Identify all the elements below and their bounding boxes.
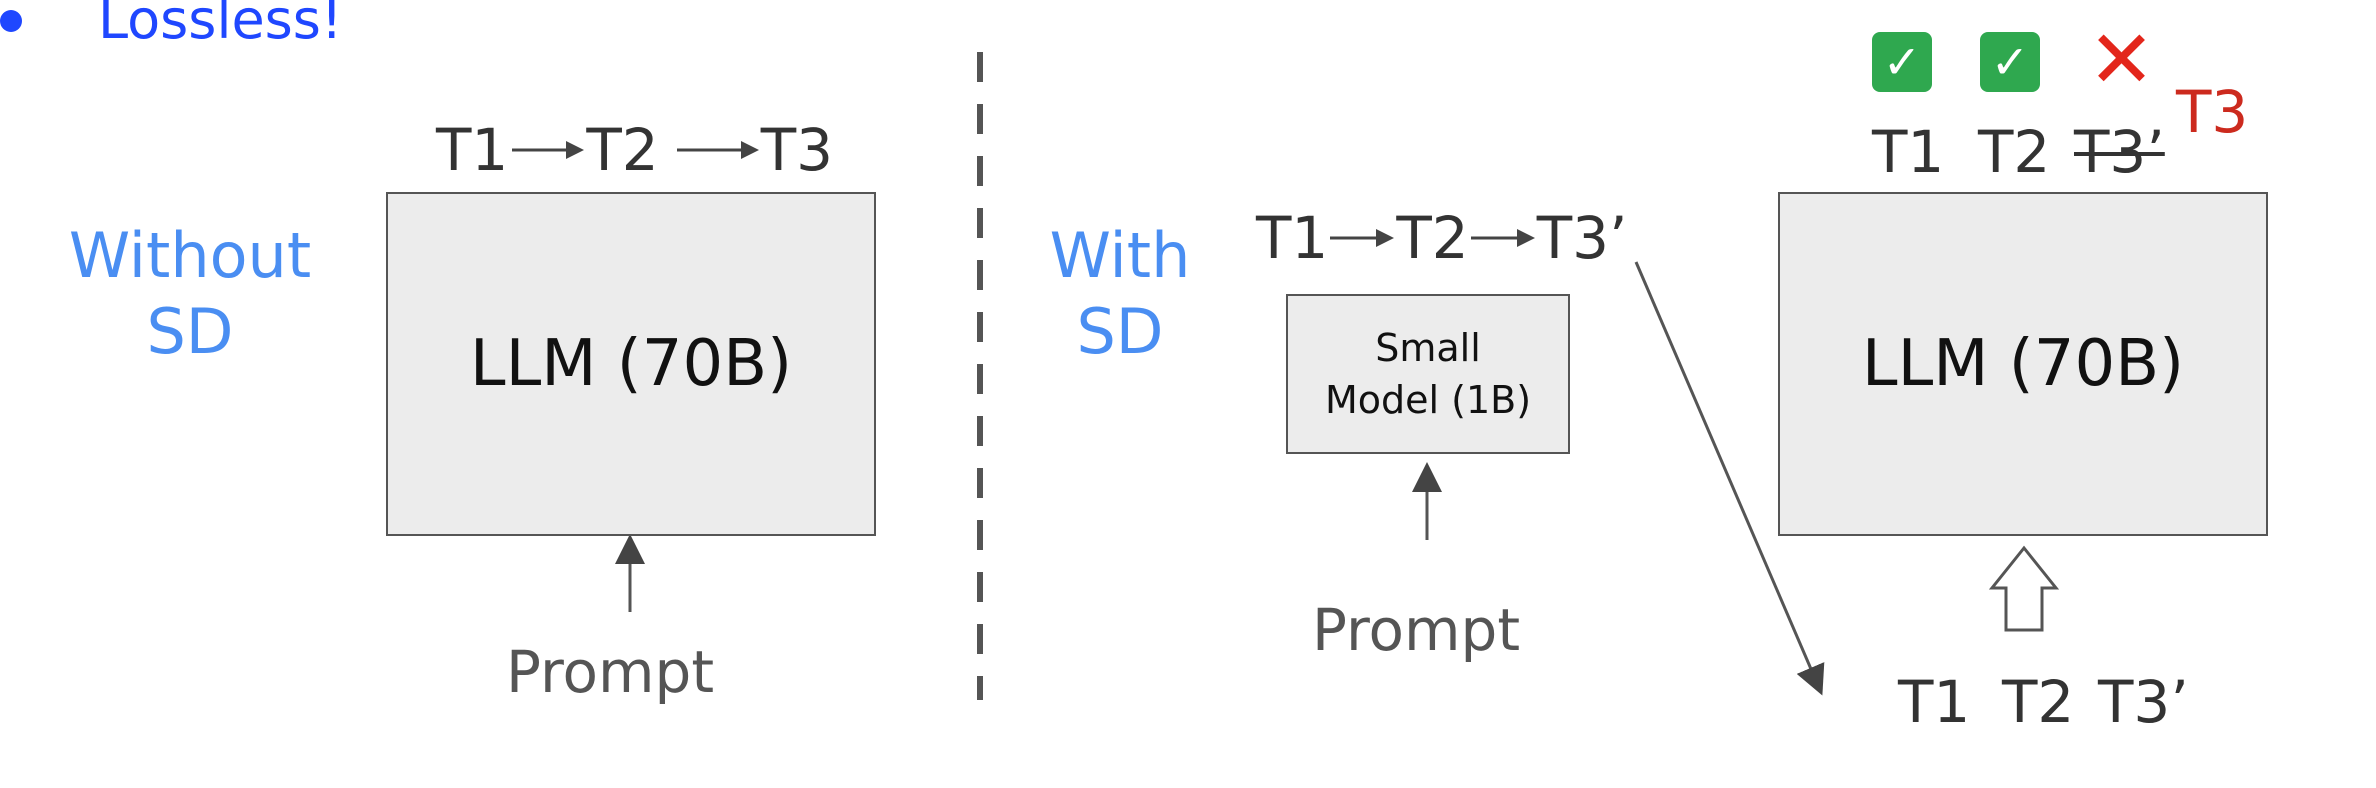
left-token-1: T1: [436, 116, 509, 184]
draft-token-3: T3’: [1536, 204, 1628, 272]
draft-seq-arrow-1: [1330, 229, 1395, 247]
draft-token-1: T1: [1256, 204, 1329, 272]
right-llm-box: LLM (70B): [1778, 192, 2268, 536]
left-token-sequence: T1 T2 T3: [436, 116, 833, 184]
with-sd-label: With SD: [1030, 218, 1210, 370]
small-model-line2: Model (1B): [1324, 378, 1532, 422]
draft-to-input-arrow: [1634, 261, 1825, 696]
draft-token-2: T2: [1396, 204, 1469, 272]
left-prompt: Prompt: [506, 638, 715, 706]
bullet-text: Lossless!: [98, 0, 343, 51]
corrected-token: T3: [2176, 78, 2249, 146]
right-prompt: Prompt: [1312, 596, 1521, 664]
left-token-2: T2: [586, 116, 659, 184]
rejected-token: T3’: [2074, 118, 2165, 186]
cross-mark-icon: ✕: [2088, 13, 2156, 106]
check-mark-icon: ✓: [1980, 32, 2040, 92]
verified-token-2: T2: [1978, 118, 2051, 186]
left-llm-box: LLM (70B): [386, 192, 876, 536]
check-mark-icon: ✓: [1872, 32, 1932, 92]
without-sd-line1: Without: [68, 219, 312, 292]
hollow-up-arrow: [1988, 545, 2060, 632]
verified-token-1: T1: [1872, 118, 1945, 186]
without-sd-label: Without SD: [60, 218, 320, 370]
draft-token-sequence: T1 T2 T3’: [1256, 204, 1627, 272]
small-model-line1: Small: [1375, 326, 1481, 370]
draft-seq-arrow-2: [1470, 229, 1535, 247]
small-model-box: Small Model (1B): [1286, 294, 1570, 454]
input-token-1: T1: [1898, 668, 1971, 736]
left-seq-arrow-2: [676, 141, 759, 159]
input-token-3: T3’: [2098, 668, 2189, 736]
right-llm-label: LLM (70B): [1861, 327, 2185, 401]
with-sd-line1: With: [1049, 219, 1191, 292]
bullet-dot: [0, 10, 22, 32]
left-seq-arrow-1: [512, 141, 585, 159]
input-token-2: T2: [2002, 668, 2075, 736]
with-sd-line2: SD: [1076, 295, 1164, 368]
left-llm-label: LLM (70B): [469, 327, 793, 401]
left-token-3: T3: [760, 116, 834, 184]
without-sd-line2: SD: [146, 295, 234, 368]
